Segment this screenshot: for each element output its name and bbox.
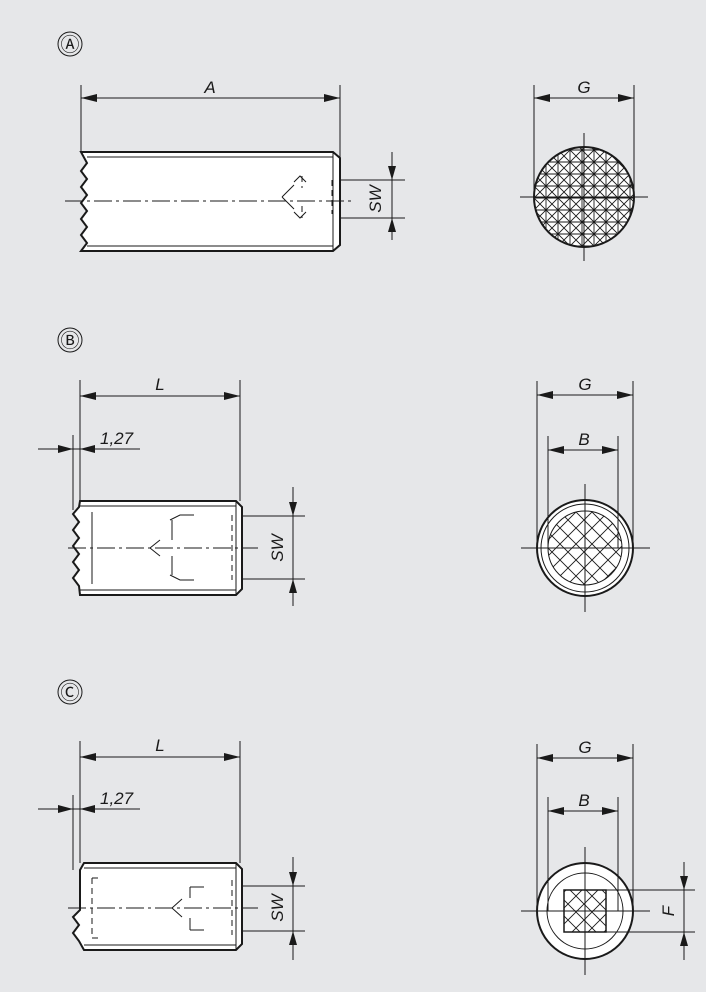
variant-a-side-view xyxy=(65,151,352,252)
variant-b-side-view xyxy=(68,500,258,596)
variant-c: Ⓒ L 1 xyxy=(38,679,695,975)
dim-a-g-label: G xyxy=(577,78,590,97)
variant-c-label: Ⓒ xyxy=(60,682,79,704)
dimension-b-length: L xyxy=(79,375,241,501)
dimension-c-wrench: SW xyxy=(242,857,305,960)
dim-b-g-label: G xyxy=(578,375,591,394)
dimension-a-length: A xyxy=(80,78,341,158)
dim-c-g-label: G xyxy=(578,738,591,757)
dim-a-label: A xyxy=(203,78,215,97)
dimension-b-offset: 1,27 xyxy=(38,429,140,510)
dimension-c-offset: 1,27 xyxy=(38,789,140,870)
screw-body-c xyxy=(71,862,243,951)
dimension-b-wrench: SW xyxy=(242,487,305,606)
variant-b-end-view: G B xyxy=(521,375,650,612)
dimension-a-wrench: SW xyxy=(340,152,405,240)
variant-a-end-view: G xyxy=(520,78,648,261)
dim-c-f-label: F xyxy=(659,904,678,916)
dim-b-sw-label: SW xyxy=(268,532,287,561)
dim-a-sw-label: SW xyxy=(366,183,385,212)
variant-b-circle xyxy=(57,327,83,353)
variant-b: Ⓑ L 1 xyxy=(38,327,650,612)
dim-c-offset-label: 1,27 xyxy=(100,789,134,808)
dim-c-sw-label: SW xyxy=(268,892,287,921)
variant-a: Ⓐ A xyxy=(57,31,648,261)
dim-b-l-label: L xyxy=(155,375,164,394)
variant-b-label: Ⓑ xyxy=(60,330,79,352)
dim-b-offset-label: 1,27 xyxy=(100,429,134,448)
variant-a-label: Ⓐ xyxy=(60,34,79,56)
dimension-c-length: L xyxy=(79,736,241,863)
variant-a-circle xyxy=(57,31,83,57)
variant-c-end-view: G B F xyxy=(521,738,695,975)
variant-c-circle xyxy=(57,679,83,705)
dim-c-l-label: L xyxy=(155,736,164,755)
variant-c-side-view xyxy=(68,862,258,951)
dim-b-b-label: B xyxy=(578,430,589,449)
dim-c-b-label: B xyxy=(578,791,589,810)
